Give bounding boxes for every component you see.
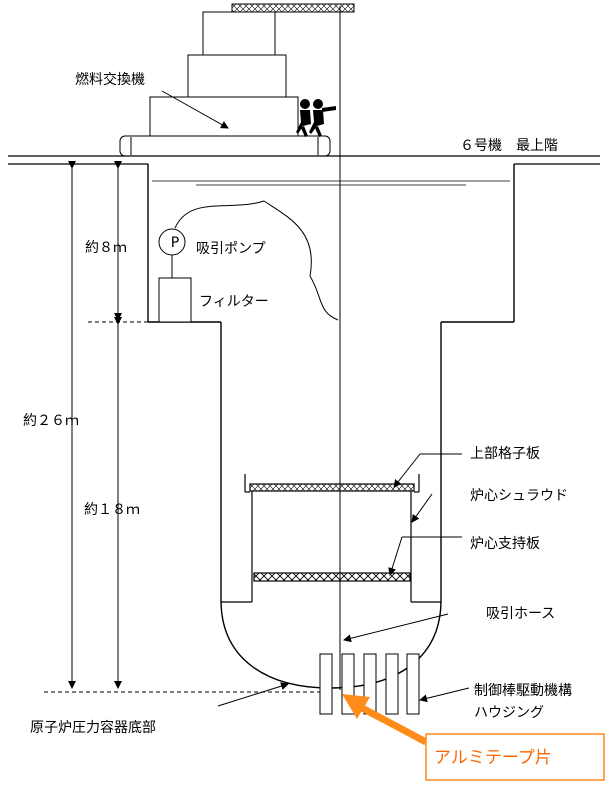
label-rpv-bottom: 原子炉圧力容器底部 <box>30 719 156 736</box>
label-crd-housing-line2: ハウジング <box>474 705 544 721</box>
dimension-lines <box>44 161 320 693</box>
machine-carriage <box>119 135 331 157</box>
machine-tier-top <box>202 11 276 56</box>
crd-housing <box>385 653 399 715</box>
label-depth-8m: 約８ｍ <box>85 240 127 256</box>
label-depth-18m: 約１８ｍ <box>84 502 140 518</box>
machine-tier-middle <box>187 54 287 98</box>
crd-housing <box>319 653 333 715</box>
crd-housing <box>406 653 420 715</box>
suction-system <box>158 6 341 690</box>
core-internals <box>221 474 441 603</box>
label-crd-housing-line1: 制御棒駆動機構 <box>474 683 572 699</box>
label-refueling-machine: 燃料交換機 <box>75 71 145 88</box>
machine-tier-bottom <box>149 96 299 137</box>
label-pump-symbol: P <box>171 235 179 251</box>
label-aluminum-tape: アルミテープ片 <box>434 748 552 768</box>
label-suction-hose: 吸引ホース <box>486 606 555 622</box>
reactor-pressure-vessel <box>220 322 442 689</box>
labels: 燃料交換機 ６号機 最上階 約８ｍ P 吸引ポンプ フィルター 約２６ｍ 上部格… <box>23 71 572 768</box>
crane-rail <box>231 3 355 13</box>
top-floor <box>8 155 600 165</box>
crd-housing <box>363 653 377 715</box>
callout-box <box>425 733 605 781</box>
label-core-shroud: 炉心シュラウド <box>470 488 568 504</box>
callout-arrow-shaft <box>360 704 428 746</box>
refueling-machine <box>119 3 355 157</box>
label-filter: フィルター <box>199 294 269 310</box>
label-suction-pump: 吸引ポンプ <box>196 241 266 257</box>
leader-lines <box>161 90 470 707</box>
crd-housings <box>319 653 420 715</box>
label-upper-grid-plate: 上部格子板 <box>470 446 540 462</box>
filter-unit <box>158 277 192 323</box>
worker-figures-icon <box>296 99 336 137</box>
callout-arrowhead <box>342 694 370 719</box>
upper-grid-plate <box>249 483 415 492</box>
label-core-support-plate: 炉心支持板 <box>470 536 540 552</box>
label-depth-26m: 約２６ｍ <box>23 413 79 429</box>
water-surface <box>152 180 510 186</box>
core-support-plate <box>253 572 411 582</box>
suction-hose-slack <box>174 200 339 321</box>
aluminum-tape-callout <box>342 694 605 781</box>
label-top-floor: ６号機 最上階 <box>460 138 558 154</box>
